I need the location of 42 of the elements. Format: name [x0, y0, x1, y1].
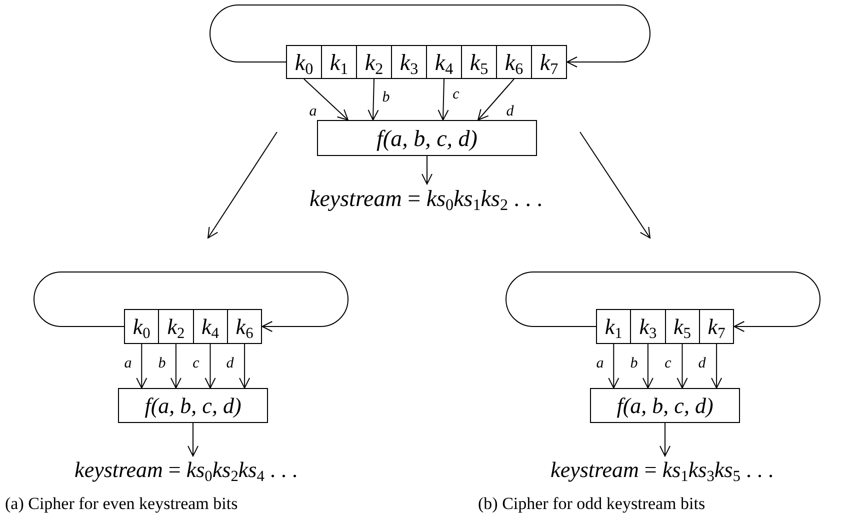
register-cell: k$_{1}$ [596, 309, 632, 344]
arrow [204, 344, 216, 388]
arrow [478, 78, 514, 120]
arrow [438, 78, 449, 120]
arrow [304, 78, 348, 120]
subfigure-caption: (b) Cipher for odd keystream bits [478, 495, 706, 514]
register-cell: k$_{3}$ [630, 309, 666, 344]
register-cell: k$_{0}$ [124, 309, 160, 344]
arrow [368, 78, 379, 120]
keystream-formula: keystream = ks$_{1}$ks$_{3}$ks$_{5}$ . . . [550, 456, 774, 484]
function-box: f(a, b, c, d) [590, 388, 740, 423]
register-cell: k$_{0}$ [286, 45, 322, 79]
arrow [188, 422, 198, 456]
register-cell: k$_{6}$ [226, 309, 262, 344]
register-cell: k$_{2}$ [158, 309, 194, 344]
function-box: f(a, b, c, d) [317, 120, 537, 156]
arrow [422, 156, 432, 184]
register-cell: k$_{5}$ [461, 45, 497, 79]
arrow [608, 344, 620, 388]
feedback-arrow [34, 272, 348, 332]
register-cell: k$_{3}$ [391, 45, 427, 79]
arrow [239, 344, 250, 388]
subfigure-caption: (a) Cipher for even keystream bits [5, 495, 238, 514]
register-cell: k$_{7}$ [531, 45, 567, 79]
feedback-arrow [506, 272, 820, 332]
arrow [136, 344, 148, 388]
register-cell: k$_{1}$ [321, 45, 357, 79]
keystream-formula: keystream = ks$_{0}$ks$_{1}$ks$_{2}$ . . . [309, 184, 543, 212]
register-cell: k$_{2}$ [356, 45, 392, 79]
arrow [170, 344, 182, 388]
register-cell: k$_{4}$ [192, 309, 228, 344]
arrow [711, 344, 722, 388]
register-cell: k$_{7}$ [698, 309, 734, 344]
function-box: f(a, b, c, d) [118, 388, 268, 423]
register-cell: k$_{6}$ [496, 45, 532, 79]
register-cell: k$_{4}$ [426, 45, 462, 79]
register-cell: k$_{5}$ [664, 309, 700, 344]
feedback-arrow [210, 4, 650, 68]
arrow [642, 344, 654, 388]
arrow [676, 344, 688, 388]
keystream-formula: keystream = ks$_{0}$ks$_{2}$ks$_{4}$ . . . [74, 456, 298, 484]
arrow [660, 422, 670, 456]
